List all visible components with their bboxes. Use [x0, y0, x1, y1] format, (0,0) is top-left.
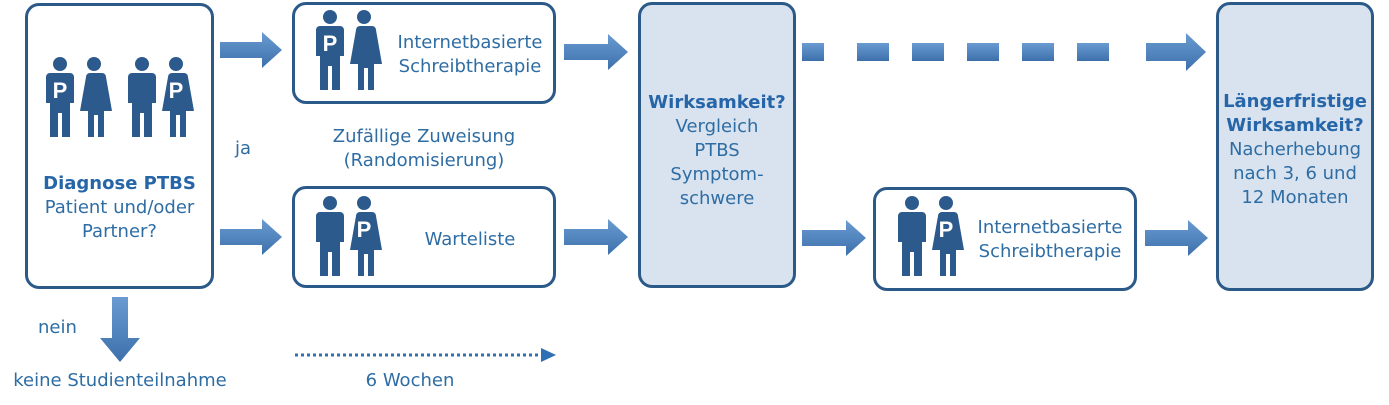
therapy-bottom-line1: Internetbasierte [977, 217, 1123, 238]
dotted-duration-arrowhead [541, 348, 556, 362]
arrow-therapy-to-efficacy [564, 34, 628, 70]
patient-icon: P [932, 196, 964, 276]
longterm-title1: Längerfristige [1223, 91, 1367, 112]
arrow-efficacy-to-therapy [802, 220, 866, 256]
couple-icon-1: P [46, 57, 112, 137]
svg-text:P: P [53, 78, 68, 103]
diagnosis-line2: Partner? [82, 221, 157, 242]
waitlist-label: Warteliste [424, 229, 516, 250]
longterm-box [1216, 2, 1374, 291]
no-outcome: keine Studienteilnahme [13, 370, 227, 391]
svg-text:P: P [357, 217, 372, 242]
no-label: nein [38, 317, 77, 338]
duration-label: 6 Wochen [365, 370, 455, 391]
svg-text:P: P [323, 31, 338, 56]
arrow-therapy-to-longterm [1145, 220, 1208, 256]
efficacy-line2: PTBS [694, 140, 740, 161]
couple-icon-2: P [128, 57, 194, 137]
dashed-arrow-to-longterm [802, 33, 1206, 71]
diagnosis-box [25, 3, 214, 289]
patient-icon: P [316, 10, 344, 90]
patient-icon: P [350, 196, 382, 276]
partner-icon [128, 57, 156, 137]
efficacy-title: Wirksamkeit? [648, 92, 786, 113]
couple-icon-5: P [898, 196, 964, 276]
arrow-to-therapy [220, 32, 282, 68]
arrow-down-no [100, 297, 140, 362]
couple-icon-3: P [316, 10, 382, 90]
efficacy-line3: Symptom- [670, 164, 764, 185]
patient-icon: P [162, 57, 194, 137]
partner-icon [350, 10, 382, 90]
arrow-to-waitlist [220, 219, 282, 255]
efficacy-line4: schwere [679, 188, 755, 209]
longterm-title2: Wirksamkeit? [1226, 115, 1364, 136]
yes-label: ja [234, 138, 252, 159]
randomization-line1: Zufällige Zuweisung [332, 126, 516, 147]
efficacy-line1: Vergleich [675, 116, 759, 137]
therapy-top-line2: Schreibtherapie [398, 56, 542, 77]
patient-icon: P [46, 57, 74, 137]
therapy-top-line1: Internetbasierte [397, 32, 543, 53]
couple-icon-4: P [316, 196, 382, 276]
partner-icon [316, 196, 344, 276]
diagnosis-title: Diagnose PTBS [43, 173, 196, 194]
svg-text:P: P [939, 217, 954, 242]
longterm-line2: nach 3, 6 und [1233, 163, 1357, 184]
efficacy-box [638, 2, 796, 288]
partner-icon [898, 196, 926, 276]
therapy-bottom-line2: Schreibtherapie [978, 241, 1122, 262]
diagnosis-line1: Patient und/oder [44, 197, 195, 218]
longterm-line3: 12 Monaten [1241, 187, 1349, 208]
partner-icon [80, 57, 112, 137]
arrow-waitlist-to-efficacy [564, 219, 628, 255]
randomization-line2: (Randomisierung) [343, 150, 505, 171]
longterm-line1: Nacherhebung [1228, 139, 1362, 160]
svg-text:P: P [169, 78, 184, 103]
